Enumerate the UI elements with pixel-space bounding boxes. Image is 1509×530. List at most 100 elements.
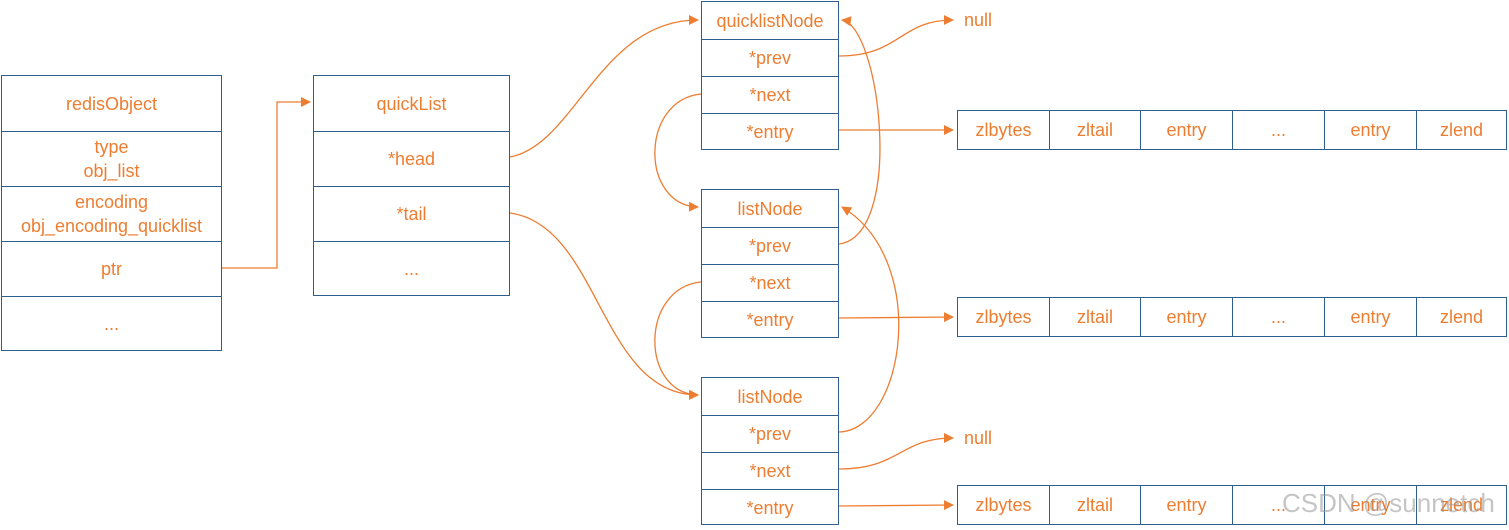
ziplist-cell-text: zlbytes bbox=[975, 119, 1032, 140]
ziplist-cell-text: ... bbox=[1270, 119, 1286, 140]
tail-label: *tail bbox=[396, 204, 427, 224]
quicklist-title: quickList bbox=[314, 76, 509, 131]
ziplist-row-1: zlbytes zltail entry ... entry zlend bbox=[957, 110, 1507, 150]
ziplist-cell-text: ... bbox=[1270, 494, 1286, 515]
redis-object-type-field: type obj_list bbox=[2, 131, 221, 186]
node-prev-text: *prev bbox=[748, 48, 792, 68]
ziplist-cell-text: entry bbox=[1350, 119, 1391, 140]
redis-object-title: redisObject bbox=[2, 76, 221, 131]
redis-object-more-field: ... bbox=[2, 296, 221, 351]
node-prev-text: *prev bbox=[748, 236, 792, 256]
ziplist-cell-entry: entry bbox=[1324, 298, 1416, 336]
node-entry-text: *entry bbox=[746, 497, 794, 518]
arrow-node1-prev-to-null bbox=[838, 15, 954, 57]
ziplist-cell-zlend: zlend bbox=[1416, 298, 1506, 336]
node-title: listNode bbox=[702, 190, 838, 227]
redis-object-more-text: ... bbox=[103, 314, 119, 334]
quicklist-title-text: quickList bbox=[376, 93, 447, 114]
arrow-head-to-first-node bbox=[509, 15, 699, 158]
ziplist-cell-zltail: zltail bbox=[1049, 111, 1140, 149]
node-prev-field: *prev bbox=[702, 415, 838, 452]
ziplist-cell-zlend: zlend bbox=[1416, 486, 1506, 524]
quicklist-more-field: ... bbox=[314, 241, 509, 296]
ziplist-cell-text: zlbytes bbox=[975, 494, 1032, 515]
ziplist-cell-zltail: zltail bbox=[1049, 298, 1140, 336]
ziplist-cell-text: zltail bbox=[1076, 306, 1113, 327]
redis-object-ptr-field: ptr bbox=[2, 241, 221, 296]
node-entry-text: *entry bbox=[746, 310, 794, 330]
ziplist-row-2: zlbytes zltail entry ... entry zlend bbox=[957, 297, 1507, 337]
arrow-tail-to-last-node bbox=[509, 212, 699, 400]
ziplist-cell-entry: entry bbox=[1140, 298, 1232, 336]
ziplist-cell-ellipsis: ... bbox=[1232, 111, 1324, 149]
ziplist-cell-text: zlend bbox=[1439, 119, 1484, 140]
quicklist-node-box-1: quicklistNode *prev *next *entry bbox=[701, 1, 839, 150]
ziplist-cell-text: zltail bbox=[1076, 119, 1113, 140]
node-next-field: *next bbox=[702, 264, 838, 301]
null-label-bottom: null bbox=[964, 428, 993, 448]
node-entry-field: *entry bbox=[702, 113, 838, 150]
node-next-text: *next bbox=[749, 461, 791, 481]
ziplist-cell-text: entry bbox=[1166, 494, 1207, 515]
redis-object-encoding-field: encoding obj_encoding_quicklist bbox=[2, 186, 221, 241]
ptr-label: ptr bbox=[100, 259, 122, 279]
quicklist-node-box-3: listNode *prev *next *entry bbox=[701, 377, 839, 525]
arrow-ptr-to-quicklist bbox=[222, 97, 311, 269]
ziplist-cell-text: entry bbox=[1166, 306, 1207, 327]
type-label: type bbox=[94, 137, 129, 157]
node-prev-field: *prev bbox=[702, 227, 838, 264]
ziplist-cell-text: zltail bbox=[1076, 494, 1113, 515]
ziplist-cell-ellipsis: ... bbox=[1232, 298, 1324, 336]
ziplist-cell-zlbytes: zlbytes bbox=[958, 111, 1049, 149]
node-prev-field: *prev bbox=[702, 39, 838, 76]
node-entry-field: *entry bbox=[702, 489, 838, 525]
type-value: obj_list bbox=[83, 161, 140, 181]
quicklist-tail-field: *tail bbox=[314, 186, 509, 241]
ziplist-cell-zlend: zlend bbox=[1416, 111, 1506, 149]
node-title: listNode bbox=[702, 378, 838, 415]
ziplist-cell-text: zlend bbox=[1439, 306, 1484, 327]
node-next-text: *next bbox=[749, 273, 791, 293]
quicklist-box: quickList *head *tail ... bbox=[313, 75, 510, 296]
ziplist-cell-entry: entry bbox=[1140, 111, 1232, 149]
quicklist-node-box-2: listNode *prev *next *entry bbox=[701, 189, 839, 338]
arrow-node3-entry-to-ziplist bbox=[838, 500, 954, 511]
ziplist-cell-text: entry bbox=[1350, 306, 1391, 327]
ziplist-cell-text: zlend bbox=[1439, 494, 1484, 515]
node-title-text: listNode bbox=[737, 198, 803, 219]
redis-object-title-text: redisObject bbox=[65, 93, 158, 114]
node-next-field: *next bbox=[702, 76, 838, 113]
head-label: *head bbox=[387, 149, 436, 169]
arrow-node2-prev-to-node1 bbox=[838, 16, 881, 245]
node-title-text: listNode bbox=[737, 386, 803, 407]
ziplist-cell-ellipsis: ... bbox=[1232, 486, 1324, 524]
ziplist-cell-text: entry bbox=[1350, 494, 1391, 515]
redis-object-box: redisObject type obj_list encoding obj_e… bbox=[1, 75, 222, 351]
arrow-node2-next-to-node3 bbox=[654, 281, 702, 400]
ziplist-cell-zltail: zltail bbox=[1049, 486, 1140, 524]
ziplist-cell-entry: entry bbox=[1140, 486, 1232, 524]
node-entry-text: *entry bbox=[746, 122, 794, 142]
ziplist-row-3: zlbytes zltail entry ... entry zlend bbox=[957, 485, 1507, 525]
ziplist-cell-text: zlbytes bbox=[975, 306, 1032, 327]
node-entry-field: *entry bbox=[702, 301, 838, 338]
null-label-top: null bbox=[964, 10, 993, 30]
node-next-field: *next bbox=[702, 452, 838, 489]
node-next-text: *next bbox=[749, 85, 791, 105]
quicklist-more-text: ... bbox=[403, 259, 419, 279]
node-title: quicklistNode bbox=[702, 2, 838, 39]
arrow-node1-next-to-node2 bbox=[654, 93, 702, 212]
node-title-text: quicklistNode bbox=[716, 10, 824, 31]
arrow-node3-next-to-null bbox=[838, 433, 954, 470]
ziplist-cell-zlbytes: zlbytes bbox=[958, 486, 1049, 524]
node-prev-text: *prev bbox=[748, 424, 792, 444]
watermark-text: CSDN @sunnetch bbox=[1282, 488, 1495, 518]
encoding-value: obj_encoding_quicklist bbox=[20, 216, 203, 236]
ziplist-cell-text: ... bbox=[1270, 306, 1286, 327]
quicklist-head-field: *head bbox=[314, 131, 509, 186]
ziplist-cell-zlbytes: zlbytes bbox=[958, 298, 1049, 336]
arrow-node2-entry-to-ziplist bbox=[838, 312, 954, 323]
encoding-label: encoding bbox=[74, 192, 149, 212]
